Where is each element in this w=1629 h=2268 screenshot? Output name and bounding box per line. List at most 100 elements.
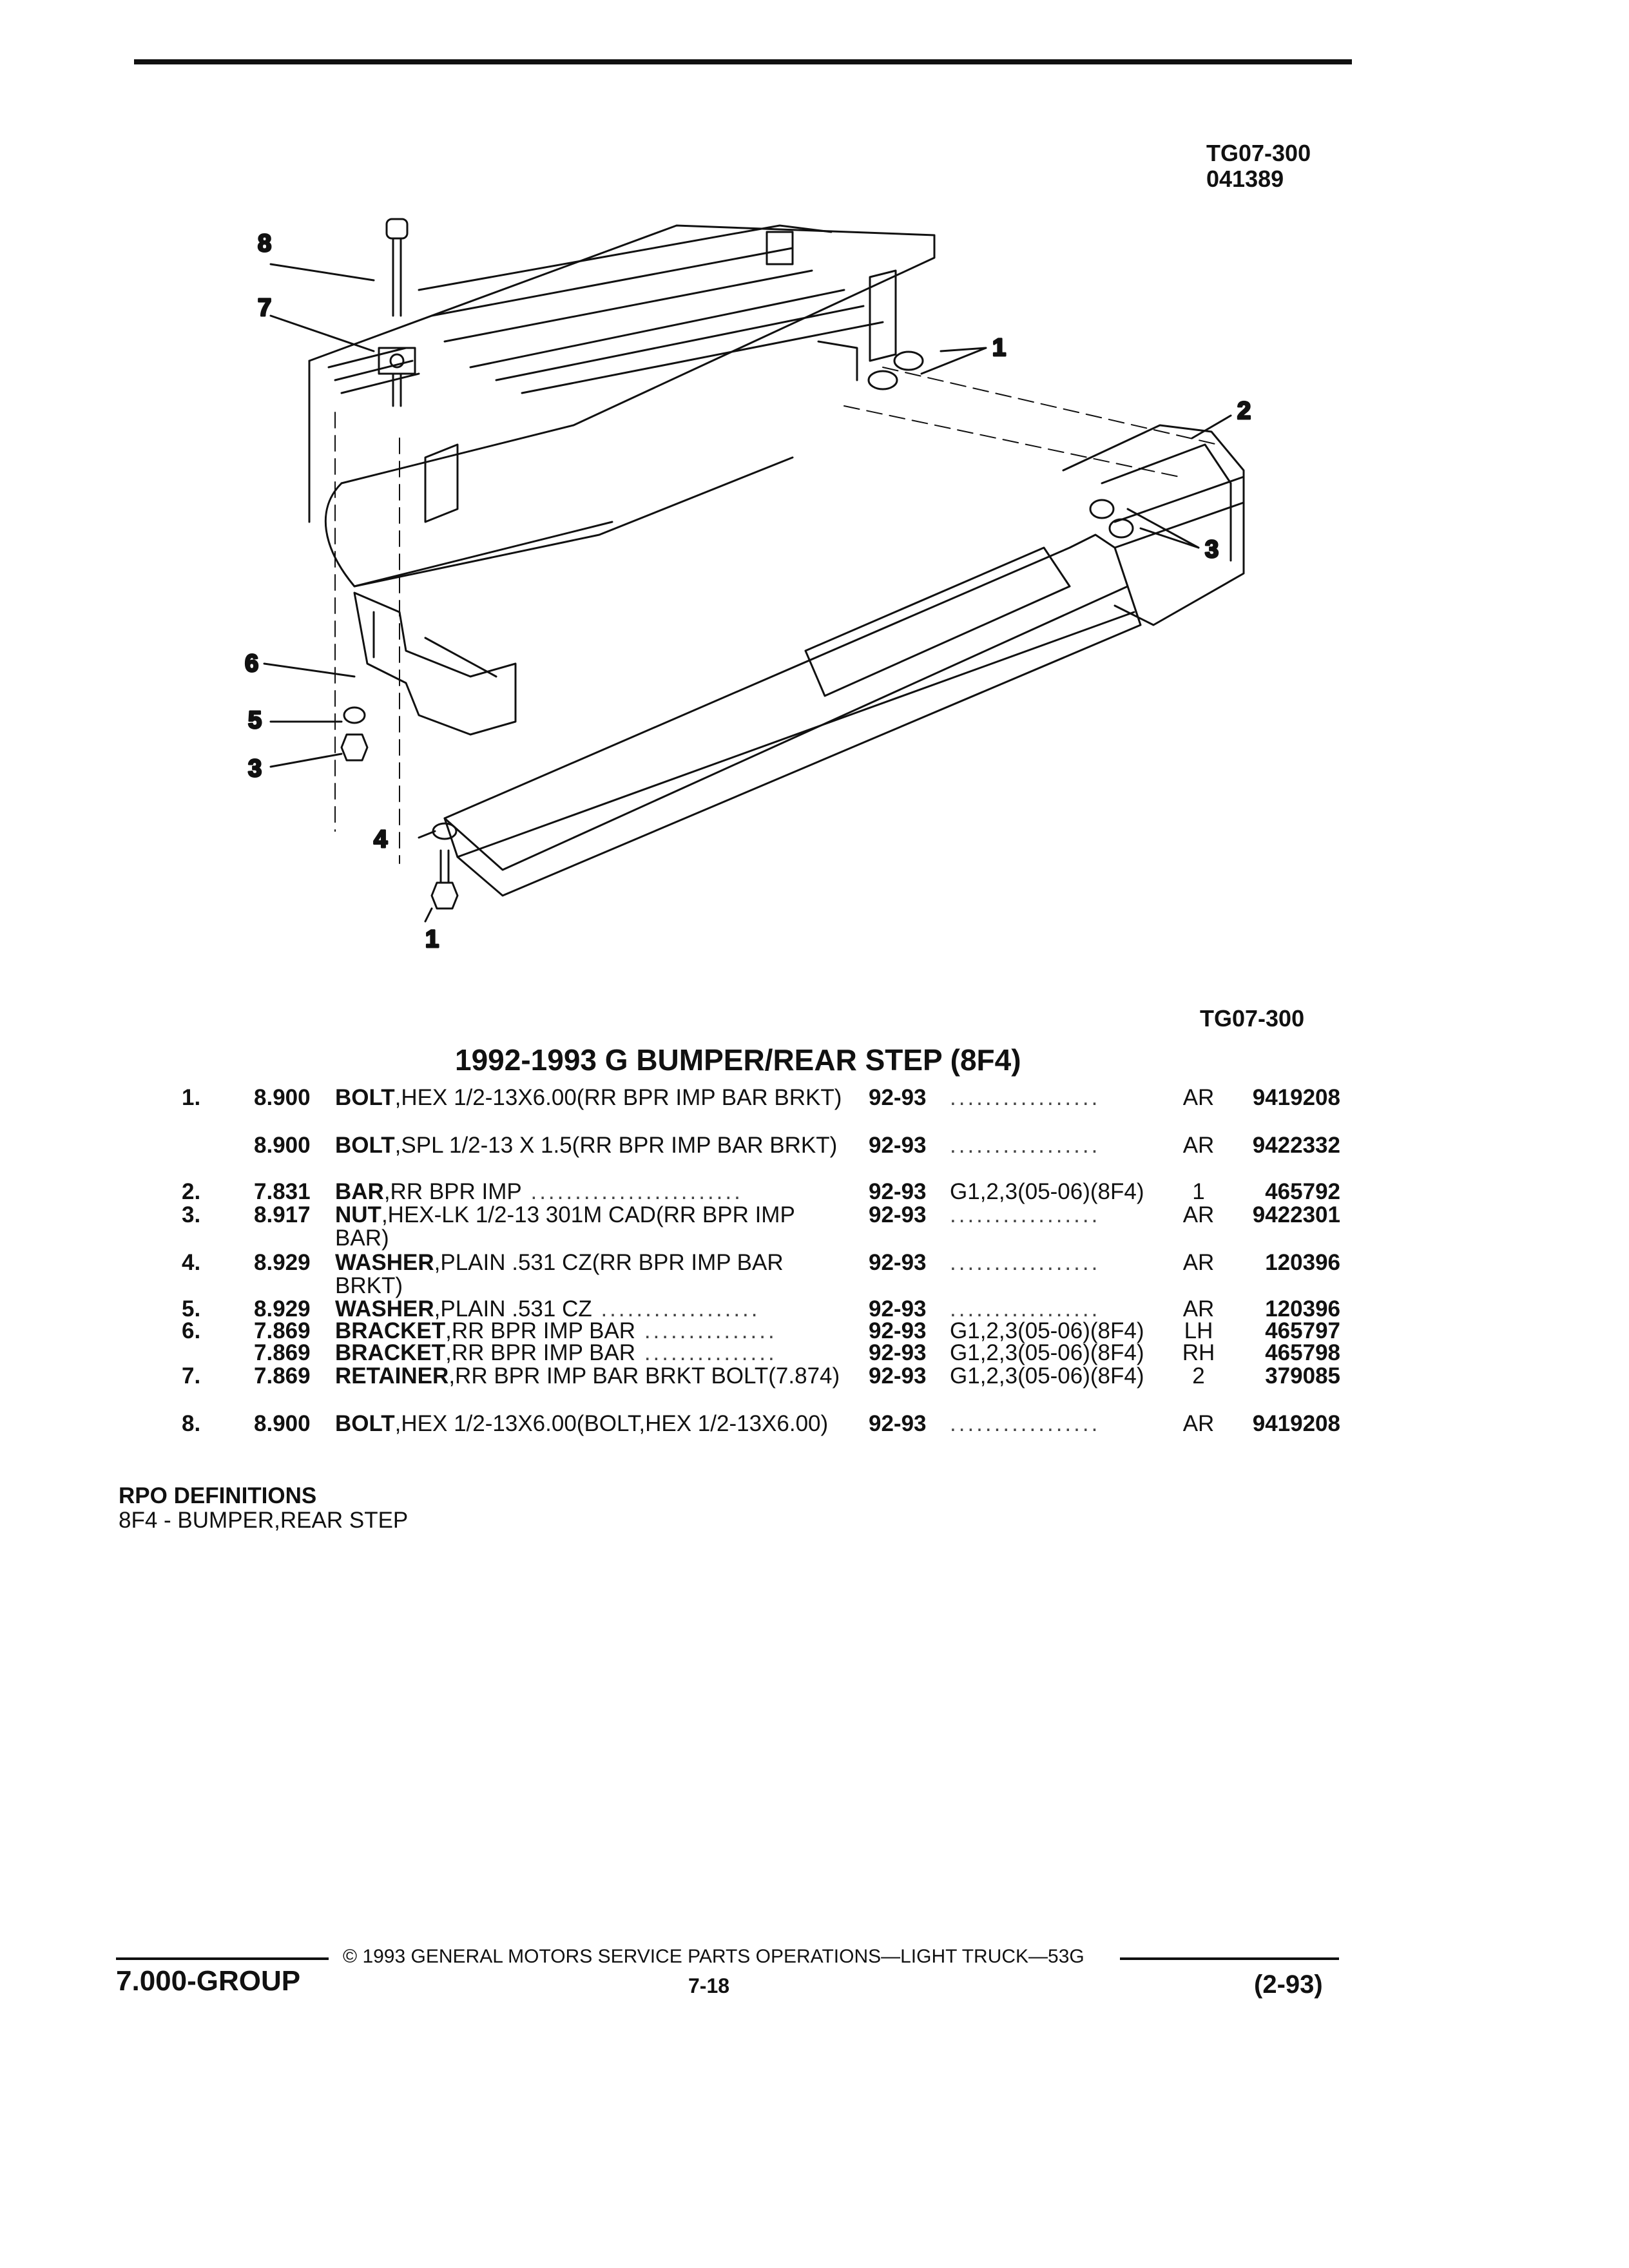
callout-7: 7 [258, 294, 271, 322]
row-application: G1,2,3(05-06)(8F4) [950, 1318, 1144, 1343]
leader-dots: ................. [950, 1411, 1101, 1436]
row-years: 92-93 [869, 1296, 927, 1321]
row-name: NUT [335, 1202, 381, 1227]
table-row: 8.900 BOLT,SPL 1/2-13 X 1.5(RR BPR IMP B… [0, 1134, 1629, 1186]
callout-4: 4 [374, 826, 387, 853]
row-desc: ,SPL 1/2-13 X 1.5(RR BPR IMP BAR BRKT) [394, 1133, 838, 1158]
row-application: G1,2,3(05-06)(8F4) [950, 1363, 1144, 1389]
leader-dots: ................. [950, 1085, 1101, 1110]
leader-dots: ................. [950, 1250, 1101, 1275]
row-desc: ,HEX 1/2-13X6.00(BOLT,HEX 1/2-13X6.00) [394, 1411, 829, 1436]
row-part-number: 120396 [1265, 1250, 1340, 1275]
row-qty: AR [1182, 1202, 1215, 1227]
table-row: 7.869 BRACKET,RR BPR IMP BAR ...........… [0, 1341, 1629, 1393]
row-qty: AR [1182, 1250, 1215, 1275]
row-application: ................. [950, 1251, 1100, 1274]
row-desc: ,RR BPR IMP BAR BRKT BOLT(7.874) [448, 1363, 840, 1389]
table-row: 4. 8.929 WASHER,PLAIN .531 CZ(RR BPR IMP… [0, 1251, 1629, 1303]
row-index: 1. [182, 1085, 201, 1110]
row-group: 8.900 [254, 1133, 311, 1158]
row-group: 8.900 [254, 1411, 311, 1436]
table-row: 7. 7.869 RETAINER,RR BPR IMP BAR BRKT BO… [0, 1365, 1629, 1416]
footer-rule-right [1120, 1957, 1339, 1960]
row-years: 92-93 [869, 1318, 927, 1343]
figure-id: TG07-300 [1206, 140, 1311, 166]
row-description: BRACKET,RR BPR IMP BAR ............... [335, 1341, 844, 1365]
row-years: 92-93 [869, 1411, 927, 1436]
table-row: 3. 8.917 NUT,HEX-LK 1/2-13 301M CAD(RR B… [0, 1204, 1629, 1255]
leader-dots: .................. [592, 1296, 760, 1321]
row-desc: ,HEX 1/2-13X6.00(RR BPR IMP BAR BRKT) [394, 1085, 842, 1110]
row-index: 5. [182, 1296, 201, 1321]
row-desc: ,HEX-LK 1/2-13 301M CAD(RR BPR IMP BAR) [335, 1202, 795, 1251]
row-name: BOLT [335, 1085, 395, 1110]
bracket [353, 591, 517, 736]
row-index: 7. [182, 1363, 201, 1389]
row-name: BAR [335, 1179, 384, 1204]
row-desc: ,RR BPR IMP BAR [445, 1318, 636, 1343]
row-group: 7.869 [254, 1363, 311, 1389]
row-part-number: 120396 [1265, 1296, 1340, 1321]
row-qty: AR [1182, 1133, 1215, 1158]
row-name: BOLT [335, 1411, 395, 1436]
row-application: ................. [950, 1204, 1100, 1227]
leader-dots: ................. [950, 1133, 1101, 1158]
row-desc: ,PLAIN .531 CZ(RR BPR IMP BAR BRKT) [335, 1250, 784, 1298]
row-name: BOLT [335, 1133, 395, 1158]
callout-2: 2 [1237, 398, 1251, 425]
row-group: 8.929 [254, 1296, 311, 1321]
row-qty: LH [1184, 1318, 1213, 1343]
table-row: 5. 8.929 WASHER,PLAIN .531 CZ ..........… [0, 1298, 1629, 1349]
row-part-number: 465798 [1265, 1340, 1340, 1365]
row-part-number: 9419208 [1252, 1411, 1340, 1436]
row-years: 92-93 [869, 1340, 927, 1365]
footer-rule-left [116, 1957, 329, 1960]
row-description: BRACKET,RR BPR IMP BAR ............... [335, 1320, 844, 1343]
row-index: 8. [182, 1411, 201, 1436]
bumper-exploded-diagram: 8 7 1 2 3 6 5 3 4 1 [244, 218, 1252, 954]
page-number: 7-18 [688, 1974, 730, 1997]
figure-code: 041389 [1206, 166, 1284, 192]
row-years: 92-93 [869, 1202, 927, 1227]
table-row: 2. 7.831 BAR,RR BPR IMP ................… [0, 1180, 1629, 1232]
row-application: G1,2,3(05-06)(8F4) [950, 1340, 1144, 1365]
callout-5: 5 [248, 707, 262, 734]
row-qty: AR [1182, 1411, 1215, 1436]
row-group: 8.929 [254, 1250, 311, 1275]
rpo-heading: RPO DEFINITIONS [119, 1483, 317, 1508]
table-row: 1. 8.900 BOLT,HEX 1/2-13X6.00(RR BPR IMP… [0, 1086, 1629, 1138]
row-years: 92-93 [869, 1133, 927, 1158]
row-desc: ,RR BPR IMP [383, 1179, 522, 1204]
row-name: WASHER [335, 1250, 434, 1275]
row-desc: ,PLAIN .531 CZ [434, 1296, 592, 1321]
row-description: BOLT,SPL 1/2-13 X 1.5(RR BPR IMP BAR BRK… [335, 1134, 844, 1157]
row-qty: 2 [1192, 1363, 1205, 1389]
figure-caption: TG07-300 [1200, 1005, 1305, 1032]
row-group: 7.869 [254, 1340, 311, 1365]
leader-dots: ................. [950, 1202, 1101, 1227]
row-index: 6. [182, 1318, 201, 1343]
row-description: BOLT,HEX 1/2-13X6.00(RR BPR IMP BAR BRKT… [335, 1086, 844, 1110]
vehicle-frame [308, 224, 936, 588]
row-index: 4. [182, 1250, 201, 1275]
row-qty: AR [1182, 1296, 1215, 1321]
row-application: ................. [950, 1134, 1100, 1157]
row-description: BAR,RR BPR IMP ........................ [335, 1180, 844, 1204]
callout-1-bottom: 1 [425, 926, 439, 953]
row-part-number: 379085 [1265, 1363, 1340, 1389]
row-years: 92-93 [869, 1085, 927, 1110]
row-description: WASHER,PLAIN .531 CZ .................. [335, 1298, 844, 1321]
row-index: 2. [182, 1179, 201, 1204]
bumper-bar [443, 424, 1245, 897]
row-name: RETAINER [335, 1363, 449, 1389]
footer-date: (2-93) [1254, 1970, 1323, 1999]
table-row: 8. 8.900 BOLT,HEX 1/2-13X6.00(BOLT,HEX 1… [0, 1412, 1629, 1464]
table-row: 6. 7.869 BRACKET,RR BPR IMP BAR ........… [0, 1320, 1629, 1371]
row-qty: 1 [1192, 1179, 1205, 1204]
top-rule [134, 59, 1352, 64]
row-part-number: 465792 [1265, 1179, 1340, 1204]
row-description: WASHER,PLAIN .531 CZ(RR BPR IMP BAR BRKT… [335, 1251, 844, 1298]
row-description: NUT,HEX-LK 1/2-13 301M CAD(RR BPR IMP BA… [335, 1204, 844, 1250]
row-qty: AR [1182, 1085, 1215, 1110]
leader-dots: ............... [635, 1340, 777, 1365]
